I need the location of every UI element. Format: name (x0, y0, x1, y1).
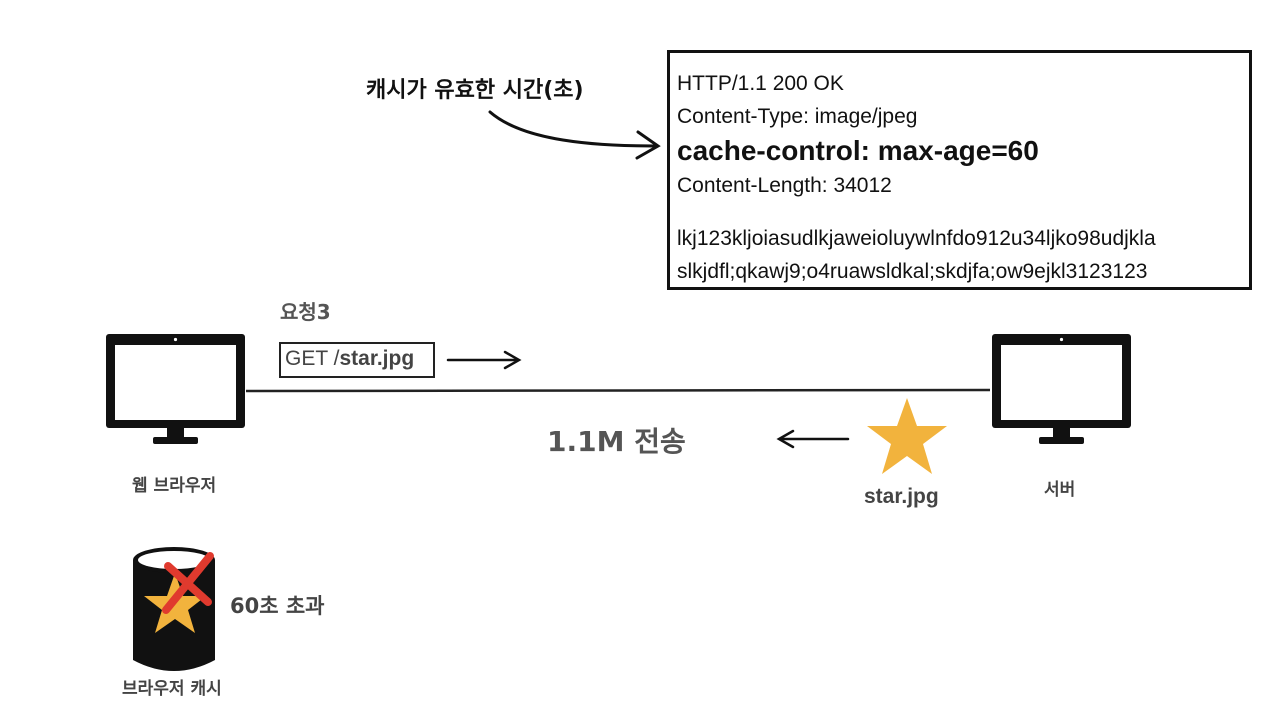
body-line-2: slkjdfl;qkawj9;o4ruawsldkal;skdjfa;ow9ej… (677, 260, 1148, 283)
request-arrow (446, 350, 522, 370)
body-line-1: lkj123kljoiasudlkjaweioluywlnfdo912u34lj… (677, 227, 1156, 250)
cache-expired-label: 60초 초과 (230, 594, 325, 618)
request-method: GET / (285, 347, 340, 370)
status-line: HTTP/1.1 200 OK (677, 72, 844, 95)
annotation-arrow (488, 110, 661, 160)
resource-label: star.jpg (864, 485, 939, 508)
request-path: star.jpg (339, 347, 415, 370)
cache-invalid-x-icon (162, 552, 214, 614)
browser-monitor-icon (106, 334, 245, 444)
transfer-size-label: 1.1M 전송 (547, 425, 686, 458)
request-label: 요청3 (280, 300, 331, 324)
content-type-header: Content-Type: image/jpeg (677, 105, 918, 128)
connection-line (245, 388, 991, 393)
cache-control-header: cache-control: max-age=60 (677, 135, 1039, 166)
server-monitor-icon (992, 334, 1131, 444)
request-box: GET /star.jpg (279, 342, 435, 378)
http-response-box: HTTP/1.1 200 OK Content-Type: image/jpeg… (667, 50, 1252, 290)
star-image-icon (867, 398, 947, 474)
response-arrow (776, 429, 850, 449)
browser-label: 웹 브라우저 (132, 476, 217, 496)
max-age-annotation: 캐시가 유효한 시간(초) (366, 78, 584, 103)
content-length-header: Content-Length: 34012 (677, 174, 892, 197)
server-label: 서버 (1044, 480, 1076, 500)
browser-cache-label: 브라우저 캐시 (122, 679, 222, 699)
